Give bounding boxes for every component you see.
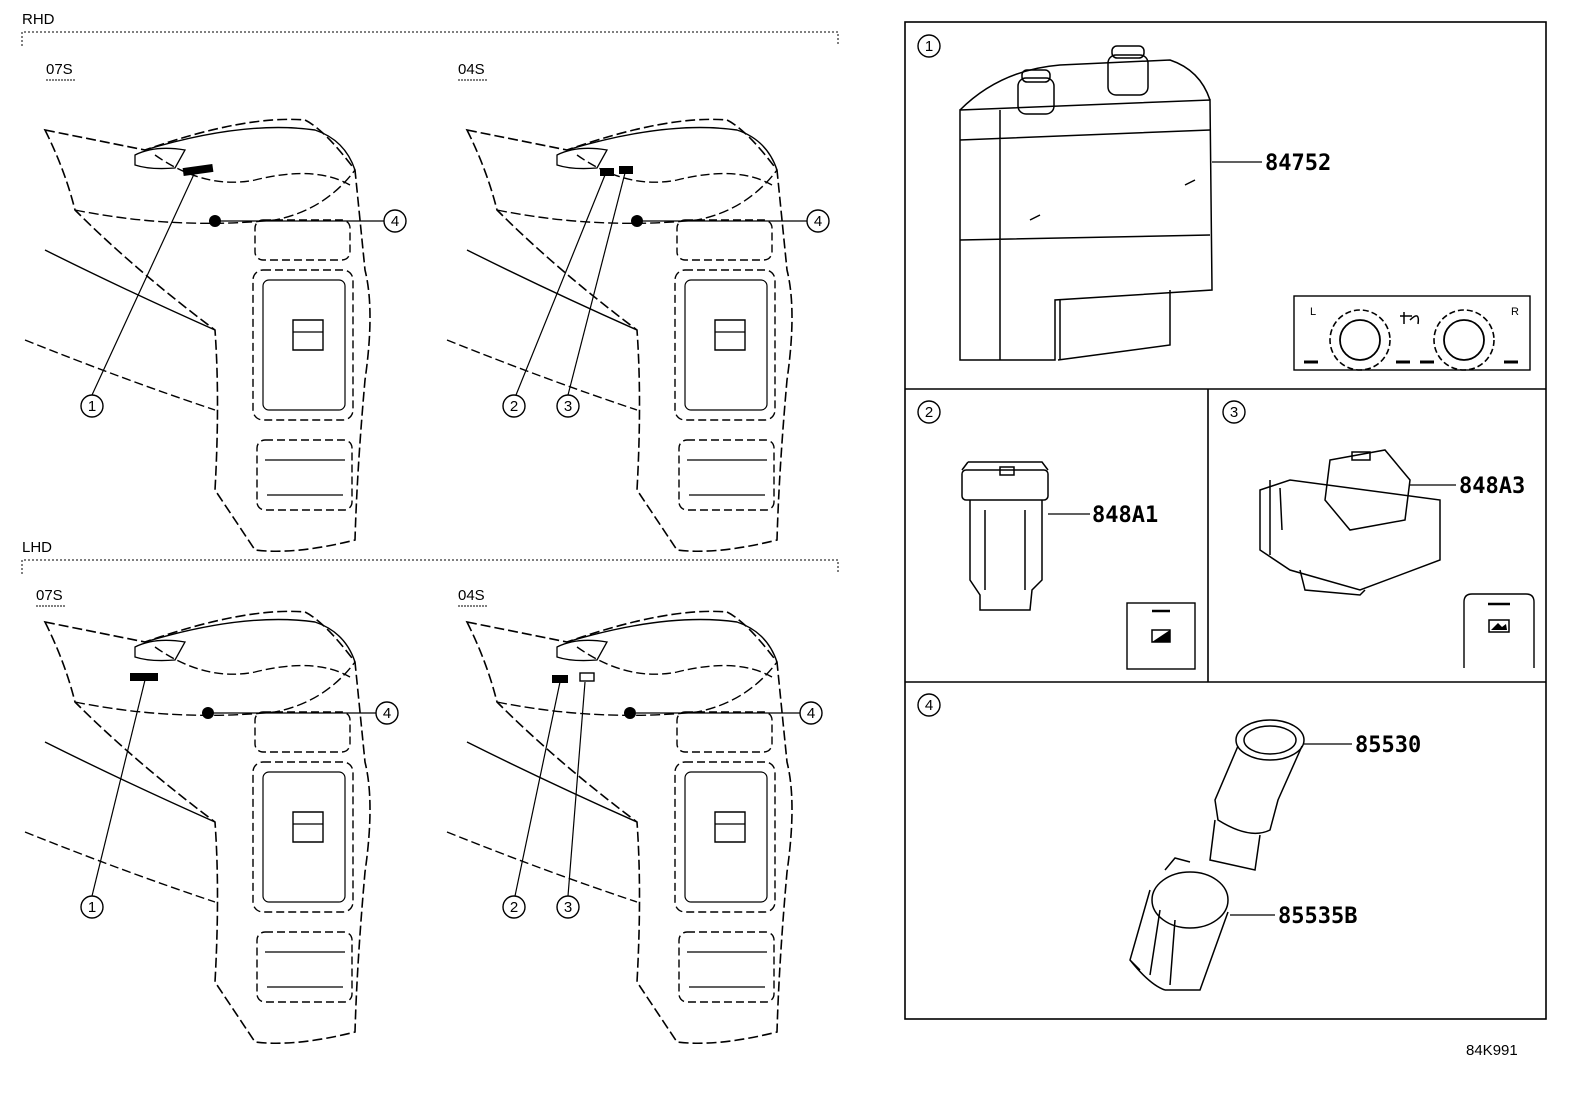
callout-lhd-07s-1: 1: [80, 895, 104, 919]
svg-text:1: 1: [925, 38, 933, 55]
section-label-lhd: LHD: [22, 539, 52, 556]
svg-text:4: 4: [814, 213, 822, 230]
svg-text:3: 3: [564, 398, 572, 415]
part-number-848a1: 848A1: [1092, 503, 1158, 528]
console-illustration-lhd-04s: [446, 610, 793, 1045]
callout-lhd-04s-4: 4: [799, 701, 823, 725]
part-number-848a3: 848A3: [1459, 474, 1525, 499]
parts-cell-2: 2 848A1: [917, 400, 1196, 670]
parts-panel: [904, 21, 1547, 1020]
part-number-85530: 85530: [1355, 733, 1421, 758]
callout-lhd-04s-3: 3: [556, 895, 580, 919]
variant-label-lhd-07s: 07S: [36, 587, 63, 604]
svg-text:3: 3: [564, 899, 572, 916]
console-illustration-rhd-04s: [446, 118, 793, 553]
svg-text:4: 4: [383, 705, 391, 722]
switch-848a3-face-inset: [1463, 593, 1535, 668]
callout-rhd-07s-1: 1: [80, 394, 104, 418]
svg-text:4: 4: [925, 697, 933, 714]
variant-label-rhd-04s: 04S: [458, 61, 485, 78]
parts-cell-4: 4 85530 85535B: [917, 693, 1421, 991]
callout-rhd-04s-2: 2: [502, 394, 526, 418]
svg-text:4: 4: [391, 213, 399, 230]
callout-lhd-07s-4: 4: [375, 701, 399, 725]
svg-text:1: 1: [88, 899, 96, 916]
variant-label-rhd-07s: 07S: [46, 61, 73, 78]
callout-lhd-04s-2: 2: [502, 895, 526, 919]
section-label-rhd: RHD: [22, 11, 55, 28]
svg-text:L: L: [1310, 306, 1316, 318]
console-illustration-lhd-07s: [24, 610, 371, 1045]
part-number-85535b: 85535B: [1278, 904, 1357, 929]
callout-rhd-04s-4: 4: [806, 209, 830, 233]
svg-text:2: 2: [510, 398, 518, 415]
svg-text:R: R: [1511, 306, 1519, 318]
callout-rhd-07s-4: 4: [383, 209, 407, 233]
console-illustration-rhd-07s: [24, 118, 371, 553]
parts-cell-3: 3 848A3: [1222, 400, 1535, 668]
svg-text:1: 1: [88, 398, 96, 415]
svg-text:2: 2: [925, 404, 933, 421]
reference-code: 84K991: [1466, 1042, 1518, 1059]
switch-848a1-drawing: [961, 461, 1049, 611]
switch-848a1-face-inset: [1126, 602, 1196, 670]
svg-text:4: 4: [807, 705, 815, 722]
socket-85530-drawing: [1209, 719, 1305, 871]
parts-cell-1: 1 84752 L R: [917, 34, 1531, 371]
switch-84752-face-inset: L R: [1293, 295, 1531, 371]
variant-label-lhd-04s: 04S: [458, 587, 485, 604]
switch-848a3-drawing: [1259, 449, 1441, 596]
callout-rhd-04s-3: 3: [556, 394, 580, 418]
part-number-84752: 84752: [1265, 151, 1331, 176]
switch-84752-drawing: [959, 45, 1213, 361]
svg-text:3: 3: [1230, 404, 1238, 421]
section-bracket-rhd: [21, 31, 839, 46]
section-bracket-lhd: [21, 559, 839, 574]
svg-text:2: 2: [510, 899, 518, 916]
socket-85535b-drawing: [1129, 857, 1229, 991]
